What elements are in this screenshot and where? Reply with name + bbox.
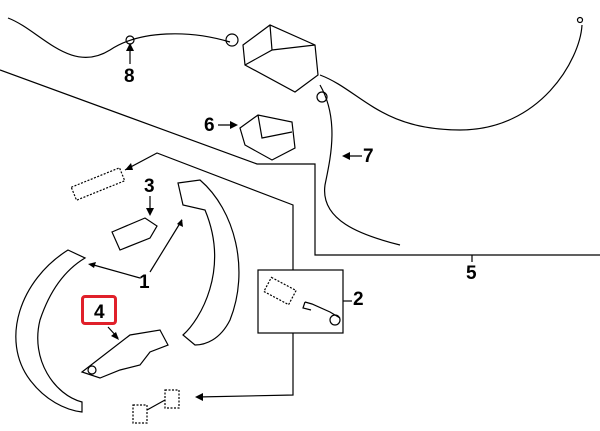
brake-shoe-right (177, 179, 240, 346)
parking-brake-cable-7 (319, 84, 401, 246)
callout-6[interactable]: 6 (204, 115, 215, 136)
parking-brake-cable-right (319, 24, 583, 131)
lower-spring-b (164, 389, 180, 409)
parking-brake-cable-left (7, 17, 231, 58)
highlight-box (81, 295, 117, 325)
bracket-6 (239, 114, 296, 161)
arrowheads (88, 43, 350, 401)
adjuster-lever-4 (80, 329, 169, 379)
brake-actuator-module (242, 24, 319, 93)
brake-shoe-left (15, 249, 87, 413)
group-1-lower-bracket (196, 333, 294, 398)
cable-clip-8 (125, 35, 135, 45)
callout-3[interactable]: 3 (144, 176, 155, 197)
callout-8[interactable]: 8 (124, 66, 135, 87)
return-spring (70, 166, 126, 202)
callout-1[interactable]: 1 (139, 272, 150, 293)
lower-spring-a (132, 404, 148, 424)
callout-7[interactable]: 7 (363, 146, 374, 167)
adjuster-spring (263, 276, 297, 306)
cable-grommet (316, 91, 328, 103)
callout-5[interactable]: 5 (466, 263, 477, 284)
leader-1b (149, 219, 183, 273)
callout-4[interactable]: 4 (94, 302, 105, 323)
adjuster-3 (111, 217, 158, 251)
callout-2[interactable]: 2 (353, 289, 364, 310)
group-1-bracket (124, 152, 294, 270)
grommet (225, 33, 239, 47)
leader-1a (89, 263, 141, 279)
group-5-bracket (0, 69, 600, 256)
